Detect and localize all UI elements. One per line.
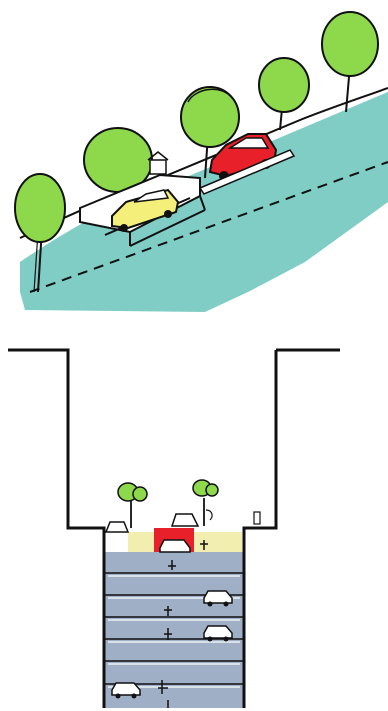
shaft-walls (102, 535, 246, 708)
street-canyon-outline (8, 348, 340, 535)
kiosk (147, 151, 169, 175)
section-tree-right (192, 479, 219, 526)
tree-right (258, 57, 310, 131)
parked-car-level-3 (203, 590, 233, 607)
surface-car-left (104, 521, 130, 533)
road-centerline (29, 161, 388, 293)
section-tree-left (117, 482, 148, 528)
tree-center (180, 86, 240, 179)
car-in-red-block (159, 539, 191, 553)
sidewalk-left (128, 532, 154, 552)
pedestrian-small (200, 540, 208, 550)
pedestrian-right (253, 511, 261, 525)
street-perspective-panel (14, 11, 388, 312)
yellow-car (111, 188, 180, 232)
surface-car-right (170, 513, 200, 527)
sidewalk-right (194, 532, 242, 552)
people-figures (158, 560, 176, 708)
road-surface (20, 92, 388, 312)
tree-far-right (321, 11, 379, 113)
curb-island (198, 149, 296, 195)
street-section-panel (8, 348, 340, 708)
parked-car-level-4 (203, 625, 233, 642)
parked-car-level-6 (111, 682, 141, 699)
tree-left (14, 173, 66, 293)
